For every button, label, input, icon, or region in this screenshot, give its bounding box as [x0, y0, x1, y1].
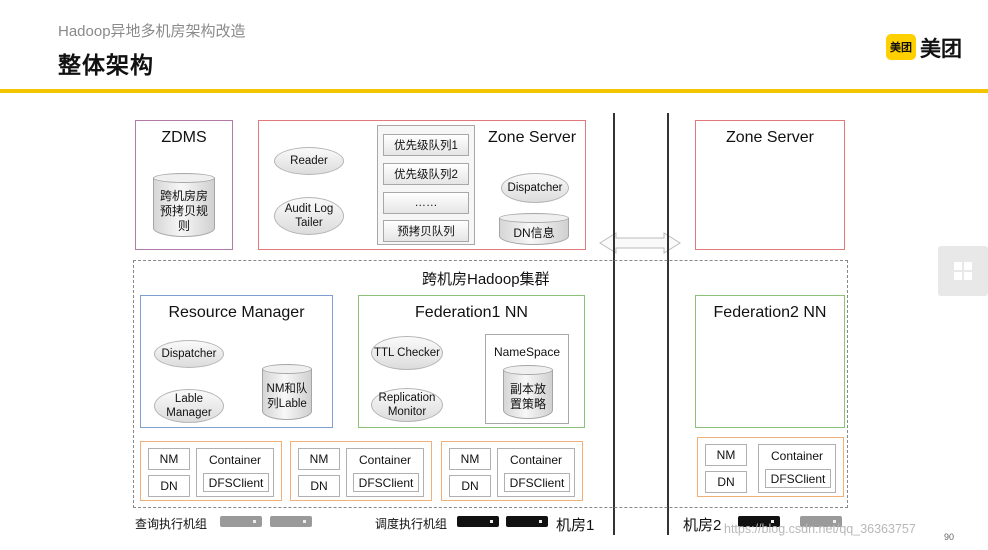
zdms-rules-label: 跨机房房预拷贝规则	[153, 178, 215, 237]
namespace-box: NameSpace 副本放置策略	[485, 334, 569, 424]
cluster-title: 跨机房Hadoop集群	[422, 271, 550, 288]
nm-queue-label-text: NM和队列Lable	[262, 369, 312, 420]
nm-cell: NM	[705, 444, 747, 466]
lable-manager-node: Lable Manager	[154, 389, 224, 423]
resource-manager-box: Resource Manager Dispatcher Lable Manage…	[140, 295, 333, 428]
meituan-logo-text: 美团	[920, 38, 962, 61]
schedule-server-icon	[506, 516, 548, 527]
slide-subtitle: Hadoop异地多机房架构改造	[58, 23, 246, 40]
dfsclient-cell: DFSClient	[203, 473, 269, 492]
rm-dispatcher-node: Dispatcher	[154, 340, 224, 368]
dn-cell: DN	[148, 475, 190, 497]
cross-room-cluster-outline	[133, 260, 848, 508]
ttl-checker-node: TTL Checker	[371, 336, 443, 370]
nm-cell: NM	[449, 448, 491, 470]
precopy-queue: 预拷贝队列	[383, 220, 469, 242]
node-group-4: NM DN Container DFSClient	[697, 437, 844, 497]
federation2-nn-title: Federation2 NN	[713, 304, 827, 321]
nm-cell: NM	[298, 448, 340, 470]
page-number: 90	[944, 532, 955, 542]
dfsclient-cell: DFSClient	[765, 469, 831, 488]
queue-ellipsis: ……	[383, 192, 469, 214]
replication-monitor-node: Replication Monitor	[371, 388, 443, 422]
query-server-icon	[220, 516, 262, 527]
dfsclient-cell: DFSClient	[504, 473, 570, 492]
dfsclient-cell: DFSClient	[353, 473, 419, 492]
schedule-group-label: 调度执行机组	[375, 517, 448, 531]
resource-manager-title: Resource Manager	[168, 304, 305, 321]
nm-queue-label-db: NM和队列Lable	[262, 364, 312, 420]
room-divider-right	[667, 113, 669, 535]
federation1-nn-box: Federation1 NN TTL Checker Replication M…	[358, 295, 585, 428]
room-1-label: 机房1	[556, 517, 595, 534]
room2-schedule-server-icon	[738, 516, 780, 527]
node-group-3: NM DN Container DFSClient	[441, 441, 583, 501]
room-2-label: 机房2	[683, 517, 722, 534]
federation1-nn-title: Federation1 NN	[415, 304, 528, 321]
dn-cell: DN	[298, 475, 340, 497]
csdn-watermark: https://blog.csdn.net/qq_36363757	[724, 522, 916, 536]
audit-log-tailer-node: Audit Log Tailer	[274, 197, 344, 235]
query-group-label: 查询执行机组	[135, 517, 208, 531]
grid-menu-icon[interactable]	[938, 246, 988, 296]
room-divider-left	[613, 113, 615, 535]
zone-server-1-box: Zone Server Reader Audit Log Tailer 优先级队…	[258, 120, 586, 250]
node-group-1: NM DN Container DFSClient	[140, 441, 282, 501]
query-server-icon	[270, 516, 312, 527]
zdms-box: ZDMS 跨机房房预拷贝规则	[135, 120, 233, 250]
node-group-2: NM DN Container DFSClient	[290, 441, 432, 501]
queue-container: 优先级队列1 优先级队列2 …… 预拷贝队列	[377, 125, 475, 245]
zone-dispatcher-node: Dispatcher	[501, 173, 569, 203]
zone-server-2-title: Zone Server	[725, 129, 815, 146]
zdms-title: ZDMS	[161, 129, 207, 146]
zone-server-2-box: Zone Server	[695, 120, 845, 250]
bidirectional-sync-arrow	[599, 232, 681, 254]
priority-queue-2: 优先级队列2	[383, 163, 469, 185]
priority-queue-1: 优先级队列1	[383, 134, 469, 156]
dn-cell: DN	[705, 471, 747, 493]
replica-policy-db: 副本放置策略	[503, 365, 553, 419]
reader-node: Reader	[274, 147, 344, 175]
nm-cell: NM	[148, 448, 190, 470]
meituan-logo-mark: 美团	[886, 34, 916, 60]
dn-info-db: DN信息	[499, 213, 569, 245]
header-accent-bar	[0, 89, 988, 93]
namespace-title: NameSpace	[493, 345, 561, 359]
federation2-nn-box: Federation2 NN	[695, 295, 845, 428]
schedule-server-icon	[457, 516, 499, 527]
slide-title: 整体架构	[58, 52, 154, 78]
dn-cell: DN	[449, 475, 491, 497]
room2-query-server-icon	[800, 516, 842, 527]
zdms-rules-db: 跨机房房预拷贝规则	[153, 173, 215, 237]
zone-server-1-title: Zone Server	[488, 129, 577, 146]
replica-policy-label: 副本放置策略	[503, 370, 553, 419]
